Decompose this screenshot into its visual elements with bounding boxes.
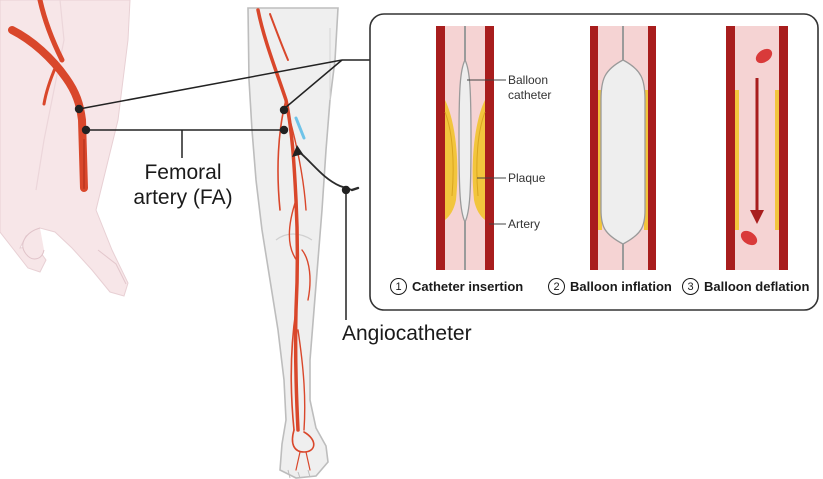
vessel-balloon-deflation xyxy=(726,26,788,270)
step-label: Catheter insertion xyxy=(412,279,523,294)
step-balloon-deflation: 3 Balloon deflation xyxy=(682,278,809,295)
step-balloon-inflation: 2 Balloon inflation xyxy=(548,278,672,295)
plaque-label: Plaque xyxy=(508,171,545,186)
step-label: Balloon deflation xyxy=(704,279,809,294)
step-label: Balloon inflation xyxy=(570,279,672,294)
vessel-balloon-inflation xyxy=(590,26,656,270)
femoral-artery-label: Femoral artery (FA) xyxy=(126,160,240,210)
circle-number-icon: 1 xyxy=(390,278,407,295)
circle-number-icon: 3 xyxy=(682,278,699,295)
angiocatheter-label: Angiocatheter xyxy=(342,321,472,346)
circle-number-icon: 2 xyxy=(548,278,565,295)
vessel-catheter-insertion xyxy=(436,26,494,270)
step-catheter-insertion: 1 Catheter insertion xyxy=(390,278,523,295)
artery-label: Artery xyxy=(508,217,540,232)
balloon-catheter-label: Balloon catheter xyxy=(508,73,564,103)
pig-hindlimb xyxy=(0,0,130,296)
leg-illustration xyxy=(248,8,338,478)
